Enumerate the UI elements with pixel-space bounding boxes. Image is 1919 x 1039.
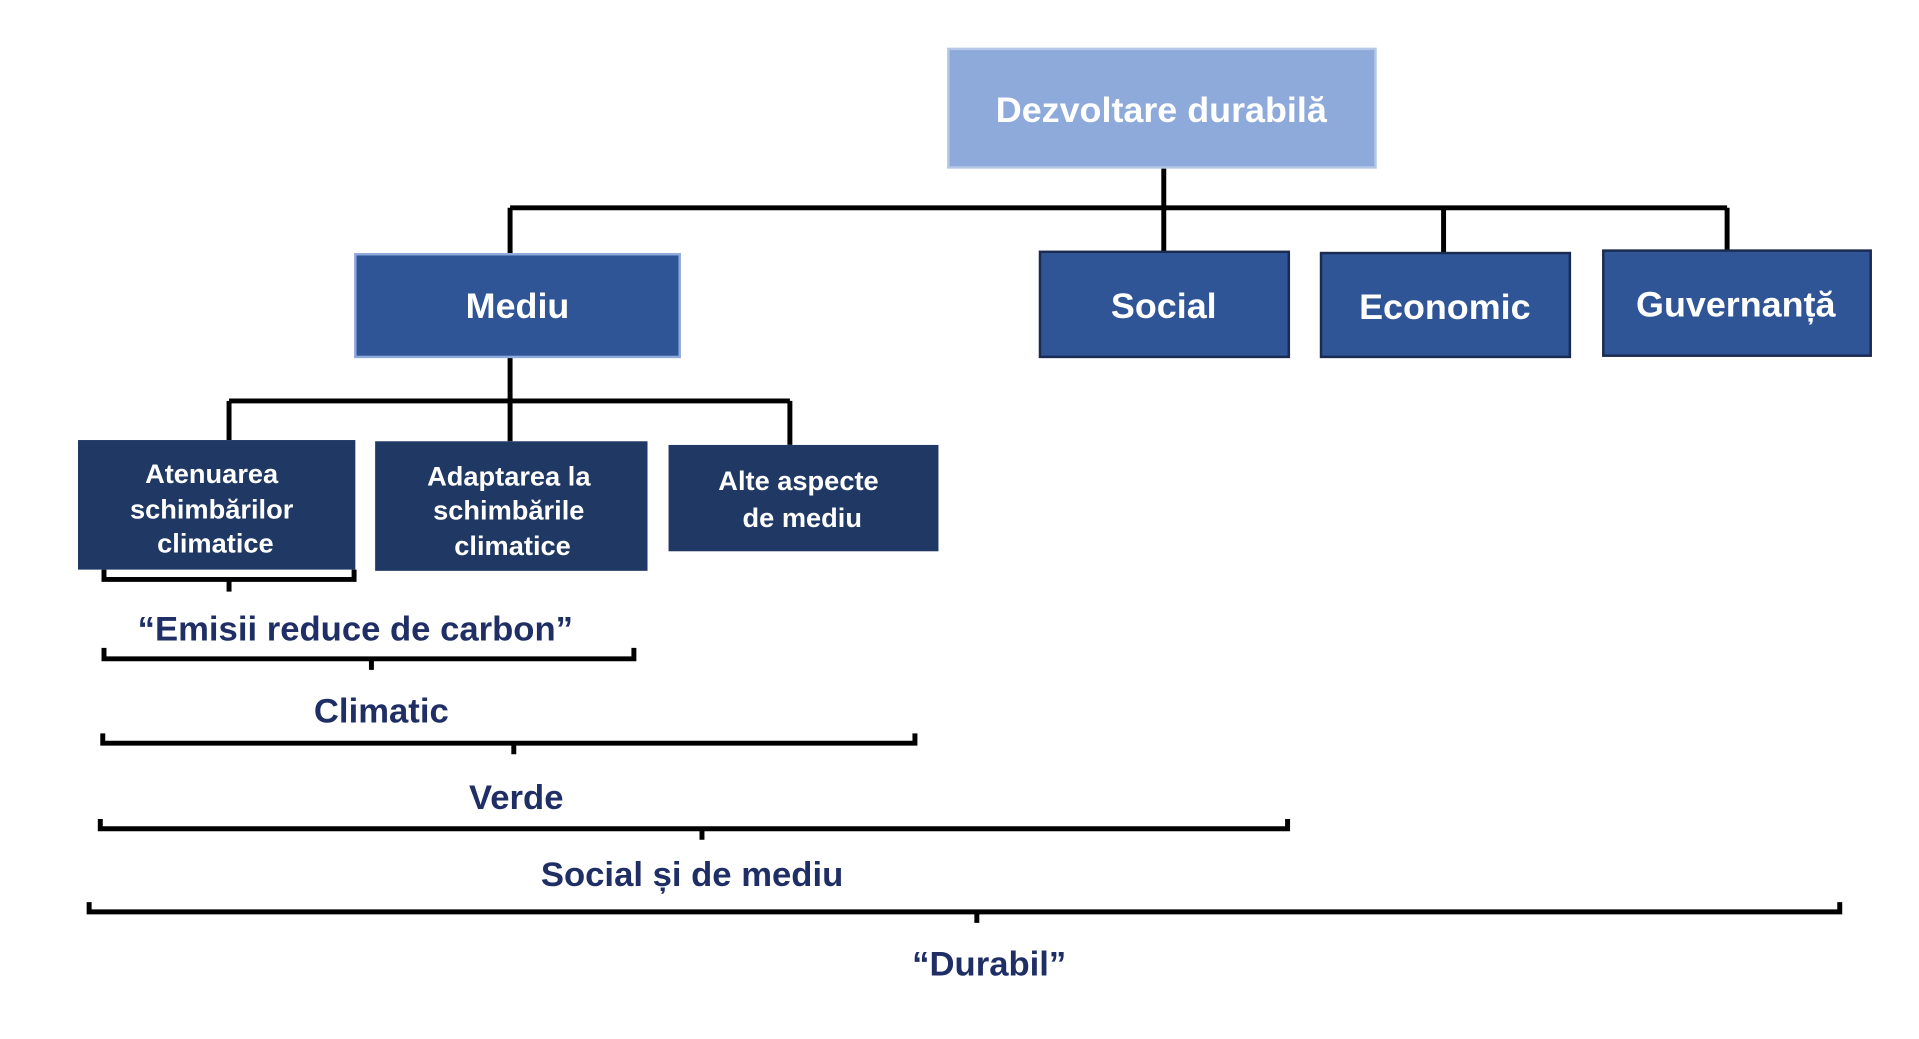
pillar-label: Mediu (466, 286, 570, 326)
scope-climatic: Climatic (314, 693, 449, 731)
node-line: climatice (454, 531, 571, 561)
node-line: Alte aspecte (718, 466, 878, 496)
root-label: Dezvoltare durabilă (996, 90, 1328, 130)
node-line: Adaptarea la (427, 461, 591, 491)
scope-low-carbon: “Emisii reduce de carbon” (138, 611, 573, 649)
pillar-label: Economic (1359, 287, 1530, 327)
node-line: schimbărilor (130, 494, 294, 524)
scope-social-environmental: Social și de mediu (541, 856, 843, 894)
node-line: Atenuarea (145, 459, 279, 489)
svg-text:Adaptarea la schimbările: Adaptarea la schimbările climatice (427, 461, 598, 560)
env-mitigation: Atenuarea schimbărilor climatice (77, 440, 356, 570)
scope-green: Verde (469, 779, 563, 817)
pillar-label: Guvernanță (1636, 285, 1837, 325)
pillar-economic: Economic (1319, 251, 1572, 359)
pillar-label: Social (1111, 286, 1217, 326)
pillar-guvernanta: Guvernanță (1602, 249, 1872, 357)
pillar-social: Social (1038, 250, 1291, 359)
pillar-mediu: Mediu (354, 253, 681, 359)
root-node: Dezvoltare durabilă (947, 47, 1377, 169)
tree-connectors (226, 167, 1730, 445)
svg-text:Alte aspecte de mediu: Alte aspecte de mediu (718, 466, 886, 532)
node-line: de mediu (743, 503, 862, 533)
brackets (86, 569, 1843, 923)
env-other: Alte aspecte de mediu (668, 444, 939, 552)
node-line: schimbările (433, 496, 584, 526)
svg-text:Atenuarea schimbărilor: Atenuarea schimbărilor climatice (130, 459, 301, 558)
scope-sustainable: “Durabil” (912, 946, 1066, 984)
node-line: climatice (157, 529, 274, 559)
env-adaptation: Adaptarea la schimbările climatice (375, 441, 648, 571)
